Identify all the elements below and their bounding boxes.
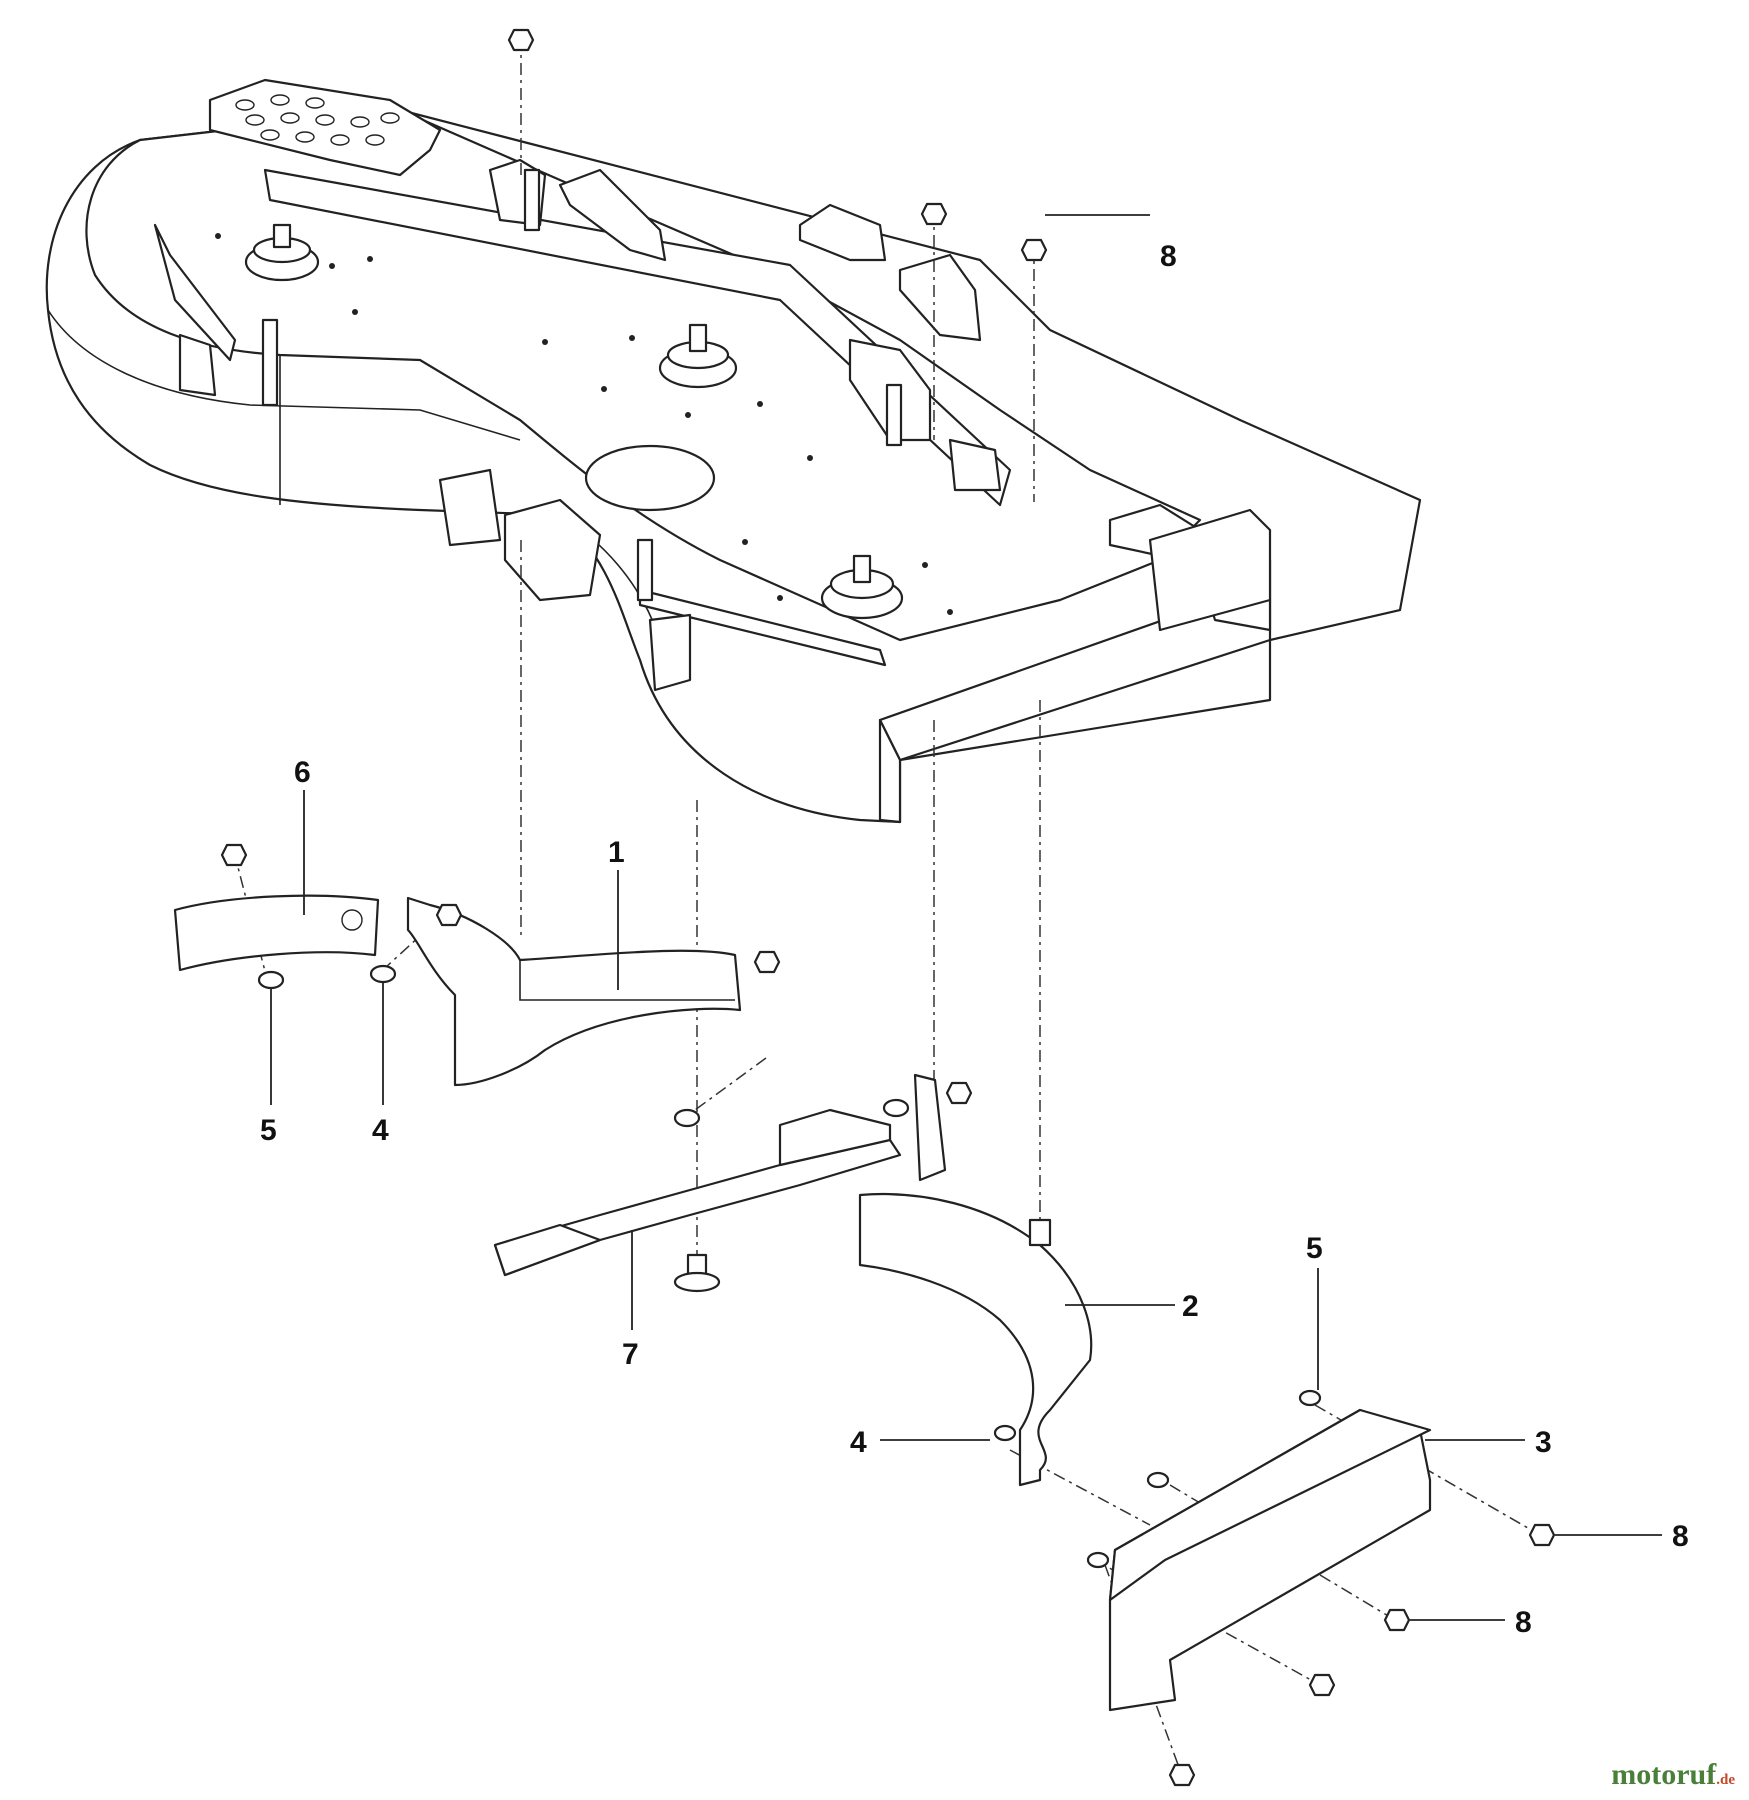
mower-deck-housing (45, 78, 1422, 824)
leader-lines (270, 214, 1662, 1621)
callout-8-top: 8 (1160, 240, 1177, 273)
callout-8-bottom: 8 (1515, 1606, 1532, 1639)
callout-4-left: 4 (372, 1114, 389, 1147)
watermark-text: motoruf (1611, 1758, 1717, 1791)
baffle-part-6 (173, 894, 380, 972)
callout-7: 7 (622, 1338, 639, 1371)
vent-holes (235, 94, 400, 146)
baffle-part-1 (406, 896, 742, 1087)
blade-bolt (673, 1253, 721, 1293)
callouts: 8 6 1 5 4 7 2 5 4 3 8 8 (260, 240, 1689, 1639)
callout-8-right: 8 (1672, 1520, 1689, 1553)
baffle-part-2 (858, 1192, 1093, 1487)
watermark-tld: .de (1716, 1772, 1735, 1788)
deck-holes (215, 233, 953, 615)
callout-1: 1 (608, 836, 625, 869)
callout-2: 2 (1182, 1290, 1199, 1323)
spindle-pulley-center (658, 323, 738, 389)
callout-3: 3 (1535, 1426, 1552, 1459)
spindle-pulley-left (244, 223, 320, 282)
callout-4-right: 4 (850, 1426, 867, 1459)
spindle-pulley-right (820, 554, 904, 620)
watermark-logo: motoruf.de (1611, 1758, 1735, 1792)
callout-5-left: 5 (260, 1114, 277, 1147)
hardware (220, 28, 1556, 1787)
callout-6: 6 (294, 756, 311, 789)
center-cover-plate (584, 444, 716, 512)
callout-5-right: 5 (1306, 1232, 1323, 1265)
